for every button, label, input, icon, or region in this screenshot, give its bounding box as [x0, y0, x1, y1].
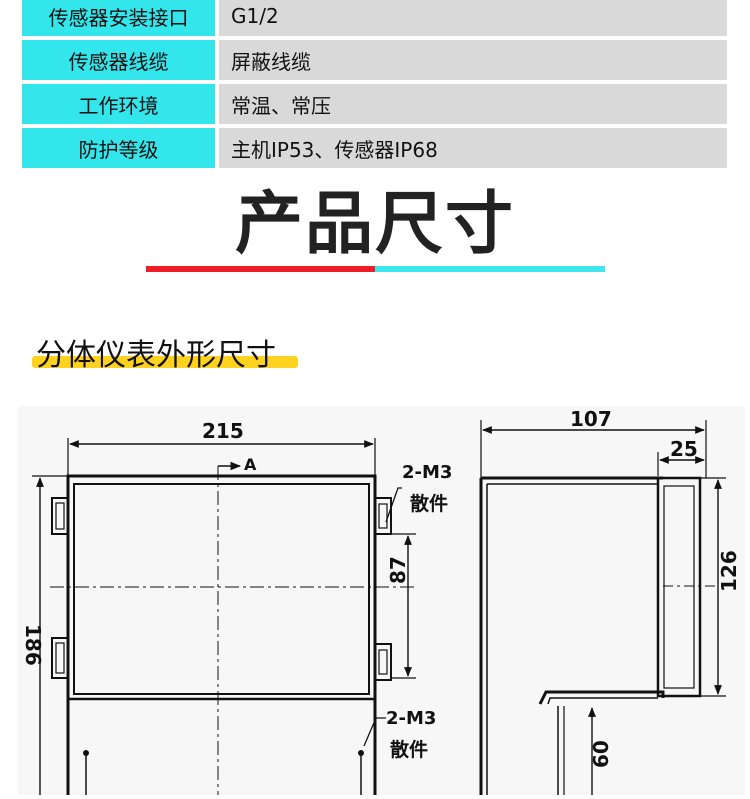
section-mark: A	[244, 455, 257, 474]
spec-row: 传感器安装接口 G1/2	[22, 0, 727, 36]
leader-line-top	[385, 487, 402, 523]
subtitle-highlight	[32, 356, 298, 368]
dim-text-mount: 87	[386, 556, 410, 584]
spec-value: 屏蔽线缆	[219, 40, 727, 80]
spec-value: 主机IP53、传感器IP68	[219, 128, 727, 168]
spec-value: 常温、常压	[219, 84, 727, 124]
section-title: 产品尺寸	[234, 185, 515, 264]
mount-tab-inner	[55, 502, 65, 530]
spec-key: 传感器安装接口	[22, 0, 215, 36]
spec-key: 防护等级	[22, 128, 215, 168]
fastener-bottom-spec: 2-M3	[386, 708, 436, 729]
side-bottom-rim-inner	[547, 697, 658, 705]
leader-line-bottom	[363, 717, 386, 747]
dim-text-height: 186	[21, 624, 45, 666]
dimension-drawing: 215 A 2-M3 散件 2-M3 散件 87 186 107 25 126 …	[18, 406, 745, 799]
dim-text-depth: 107	[570, 407, 612, 431]
fastener-top-spec: 2-M3	[402, 462, 452, 483]
dim-text-bottom: 60	[589, 740, 613, 768]
sensor-point	[83, 750, 89, 756]
dim-text-width: 215	[202, 419, 244, 443]
drawing-svg: 215 A 2-M3 散件 2-M3 散件 87 186 107 25 126 …	[21, 407, 741, 799]
spec-key: 工作环境	[22, 84, 215, 124]
front-housing	[66, 474, 377, 799]
title-underline-cyan	[375, 266, 605, 272]
spec-row: 防护等级 主机IP53、传感器IP68	[22, 128, 727, 168]
mount-tab-left-top	[51, 497, 69, 535]
sensor-point	[358, 750, 364, 756]
mount-tab-inner	[378, 503, 388, 529]
title-underline-red	[146, 266, 375, 272]
mount-tab-right-bottom	[374, 643, 392, 681]
subtitle: 分体仪表外形尺寸	[36, 338, 276, 373]
dim-text-lid: 25	[670, 437, 698, 461]
fastener-top-name: 散件	[410, 492, 448, 515]
spec-key: 传感器线缆	[22, 40, 215, 80]
side-bottom-rim	[538, 690, 665, 705]
side-lid-inner	[663, 485, 695, 689]
spec-table: 传感器安装接口 G1/2 传感器线缆 屏蔽线缆 工作环境 常温、常压 防护等级 …	[22, 0, 727, 172]
mount-tab-left-bottom	[51, 637, 69, 679]
side-lid	[656, 476, 702, 698]
mount-tab-inner	[55, 642, 65, 674]
dim-text-side-height: 126	[717, 550, 741, 592]
mount-tab-inner	[378, 649, 388, 675]
spec-value: G1/2	[219, 0, 727, 36]
fastener-bottom-name: 散件	[390, 738, 428, 761]
spec-row: 传感器线缆 屏蔽线缆	[22, 40, 727, 80]
mount-tab-right-top	[374, 497, 392, 535]
front-panel	[73, 483, 370, 695]
spec-row: 工作环境 常温、常压	[22, 84, 727, 124]
